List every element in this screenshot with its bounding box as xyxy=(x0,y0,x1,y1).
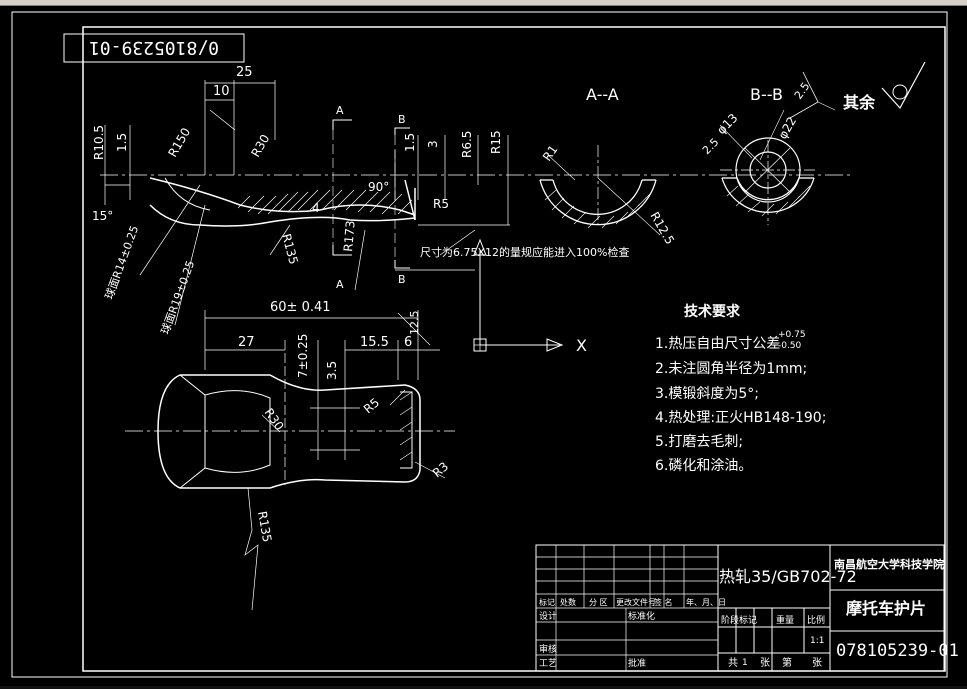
tech-item-2: 2.未注圆角半径为1mm; xyxy=(655,361,807,377)
drawing-number: 078105239-01 xyxy=(836,641,959,661)
plan-view-dimensions: 60± 0.41 27 7±0.25 15.5 6 3.5 R30 R5 R3 … xyxy=(238,300,451,543)
dim-15deg: 15° xyxy=(92,209,113,223)
tech-item-6: 6.磷化和涂油。 xyxy=(655,458,752,474)
cad-drawing-canvas[interactable]: 0/8105239-01 xyxy=(0,6,967,686)
dim-1-5b: 1.5 xyxy=(403,133,417,152)
tol-upper: +0.75 xyxy=(778,330,806,340)
dim-1-5a: 1.5 xyxy=(115,133,129,152)
row-label-change-doc: 更改文件号 xyxy=(616,597,656,607)
label-page-sheets: 张 xyxy=(812,657,822,669)
cut-a-bottom: A xyxy=(336,278,344,291)
tech-item-5: 5.打磨去毛刺; xyxy=(655,433,743,450)
label-total: 共 xyxy=(728,657,738,669)
dim-r30a: R30 xyxy=(248,132,272,159)
dim-r5b: R5 xyxy=(361,395,382,416)
row-label-mark: 标记 xyxy=(539,597,555,607)
dim-r135b: R135 xyxy=(255,510,274,543)
dim-10: 10 xyxy=(213,84,230,99)
drawing-frame xyxy=(11,11,948,678)
row-label-date: 年、月、日 xyxy=(686,597,726,607)
ucs-icon xyxy=(473,238,564,352)
dim-r173: R173 xyxy=(341,220,358,252)
label-stage-mark: 阶段标记 xyxy=(721,614,757,626)
label-design: 设计 xyxy=(539,610,557,622)
row-label-count: 处数 xyxy=(560,597,576,607)
section-b-label: B--B xyxy=(750,85,783,104)
dim-sphere-r14: 球面R14±0.25 xyxy=(102,224,142,301)
dim-phi13: φ13 xyxy=(714,111,740,137)
window-top-border xyxy=(0,0,967,6)
part-name: 摩托车护片 xyxy=(846,599,926,618)
label-scale: 比例 xyxy=(807,614,825,626)
gauge-note: 尺寸为6.75X12的量规应能进入100%检查 xyxy=(420,245,629,259)
dim-15-5: 15.5 xyxy=(360,335,389,350)
dim-2-5b: 2.5 xyxy=(792,80,813,102)
bottom-scroll-strip xyxy=(0,686,967,689)
rest-roughness-label: 其余 xyxy=(843,93,876,112)
row-label-sign: 签 名 xyxy=(654,597,673,607)
dim-r5a: R5 xyxy=(433,197,449,211)
title-block-text: 热轧35/GB702-72 南昌航空大学科技学院 摩托车护片 078105239… xyxy=(539,557,959,669)
dim-r135a: R135 xyxy=(279,232,301,266)
dim-r150: R150 xyxy=(165,125,193,159)
label-sheets: 张 xyxy=(760,657,770,669)
dim-r1: R1 xyxy=(540,143,561,164)
dim-3-5: 3.5 xyxy=(325,361,339,380)
dim-r3: R3 xyxy=(430,459,451,480)
label-weight: 重量 xyxy=(776,614,794,626)
dim-4: 4 xyxy=(312,201,320,215)
plan-view xyxy=(125,310,455,611)
title-block xyxy=(535,544,945,672)
side-view-dimensions: 25 10 R10.5 1.5 R150 R30 1.5 3 R6.5 R15 … xyxy=(92,65,629,336)
cut-b-top: B xyxy=(398,113,406,126)
tech-title: 技术要求 xyxy=(684,303,741,320)
label-approve: 批准 xyxy=(628,657,646,669)
tol-lower: -0.50 xyxy=(778,341,802,351)
dim-phi22: φ22 xyxy=(775,114,799,141)
rotated-drawing-number: 0/8105239-01 xyxy=(89,37,219,58)
section-b-b xyxy=(719,61,926,225)
side-view xyxy=(100,80,850,326)
section-a-a-text: A--A R1 R12.5 xyxy=(540,85,677,247)
label-standard: 标准化 xyxy=(628,610,655,622)
dim-2-5a: 2.5 xyxy=(700,136,722,158)
dim-6: 6 xyxy=(404,335,412,350)
cut-a-top: A xyxy=(336,104,344,117)
dim-25: 25 xyxy=(236,65,253,80)
material-label: 热轧35/GB702-72 xyxy=(719,567,857,586)
dim-r10-5: R10.5 xyxy=(92,125,106,160)
dim-r15: R15 xyxy=(489,130,503,154)
school-name: 南昌航空大学科技学院 xyxy=(834,557,944,571)
section-a-label: A--A xyxy=(586,85,619,104)
tech-requirements: 技术要求 1.热压自由尺寸公差 +0.75 -0.50 2.未注圆角半径为1mm… xyxy=(655,303,826,474)
rotated-number-box: 0/8105239-01 xyxy=(63,33,245,63)
cut-b-bottom: B xyxy=(398,273,406,286)
dim-90deg: 90° xyxy=(368,180,389,194)
axis-x-label: X xyxy=(576,336,587,355)
dim-r6-5: R6.5 xyxy=(460,131,474,158)
sheet-count: 1 xyxy=(742,658,748,668)
label-page: 第 xyxy=(782,656,792,669)
dim-12-5: 12.5 xyxy=(408,311,421,336)
tech-item-3: 3.模锻斜度为5°; xyxy=(655,386,759,402)
scale-value: 1:1 xyxy=(810,636,824,646)
row-label-zone: 分 区 xyxy=(589,598,608,607)
tech-item-1: 1.热压自由尺寸公差 xyxy=(655,336,780,352)
label-process: 工艺 xyxy=(539,658,557,669)
dim-r30b: R30 xyxy=(262,406,287,433)
tech-item-4: 4.热处理:正火HB148-190; xyxy=(655,410,826,426)
dim-3: 3 xyxy=(426,140,440,148)
label-review: 审核 xyxy=(539,643,557,655)
dim-sphere-r19: 球面R19±0.25 xyxy=(158,259,198,336)
dim-7: 7±0.25 xyxy=(296,334,310,378)
dim-r12-5a: R12.5 xyxy=(647,210,677,247)
section-a-a xyxy=(539,145,661,236)
dim-60: 60± 0.41 xyxy=(270,300,331,315)
dim-27: 27 xyxy=(238,335,255,350)
